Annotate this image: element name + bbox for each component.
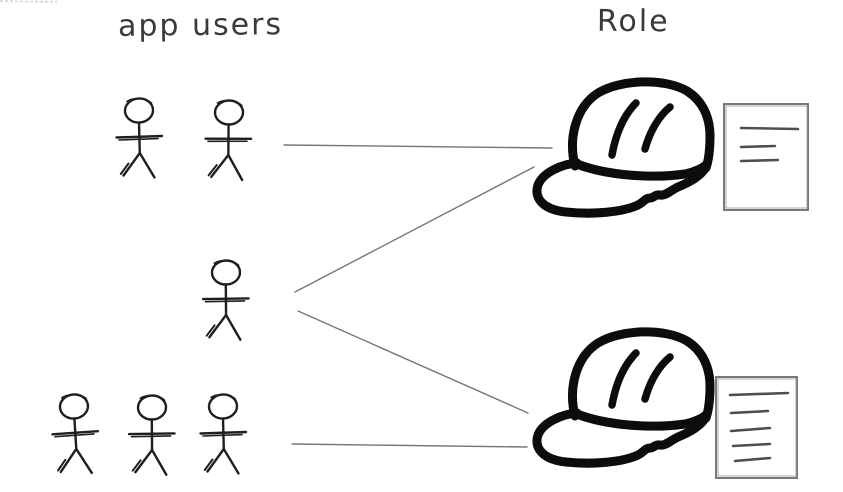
document-icon-role-1 [723, 103, 809, 211]
faint-dash [0, 0, 58, 3]
document-text-line [728, 391, 790, 397]
document-text-line [731, 442, 772, 448]
document-text-line [739, 144, 777, 149]
hardhat-icon-role-2 [537, 332, 710, 463]
layer-connections [283, 144, 553, 448]
stick-figure-user-1 [115, 96, 164, 179]
layer-artifacts [0, 0, 58, 3]
connection-line-single-mid-to-role-2 [297, 310, 529, 414]
document-sheet [723, 103, 809, 211]
stick-figure-user-6 [199, 392, 248, 475]
document-sheet-sketch-stroke [717, 378, 797, 477]
stick-figure-user-4 [49, 391, 101, 476]
document-sheet-sketch-stroke [725, 105, 808, 209]
document-text-line [739, 158, 780, 163]
layer-roles [537, 82, 710, 463]
hardhat-icon-role-1 [537, 82, 710, 213]
document-text-line [733, 456, 772, 463]
stick-figure-user-5 [127, 392, 177, 477]
document-icon-role-2 [715, 376, 798, 479]
layer-users [49, 96, 254, 477]
stick-figure-user-3 [201, 257, 251, 342]
connection-line-trio-bottom-to-role-2 [291, 443, 528, 448]
stick-figure-user-2 [202, 97, 254, 182]
document-text-line [729, 409, 770, 415]
layer-documents [715, 103, 809, 479]
document-text-line [739, 126, 800, 131]
connection-line-single-mid-to-role-1 [294, 166, 535, 293]
connection-line-pair-top-to-role-1 [283, 144, 553, 149]
document-text-line [729, 426, 772, 433]
